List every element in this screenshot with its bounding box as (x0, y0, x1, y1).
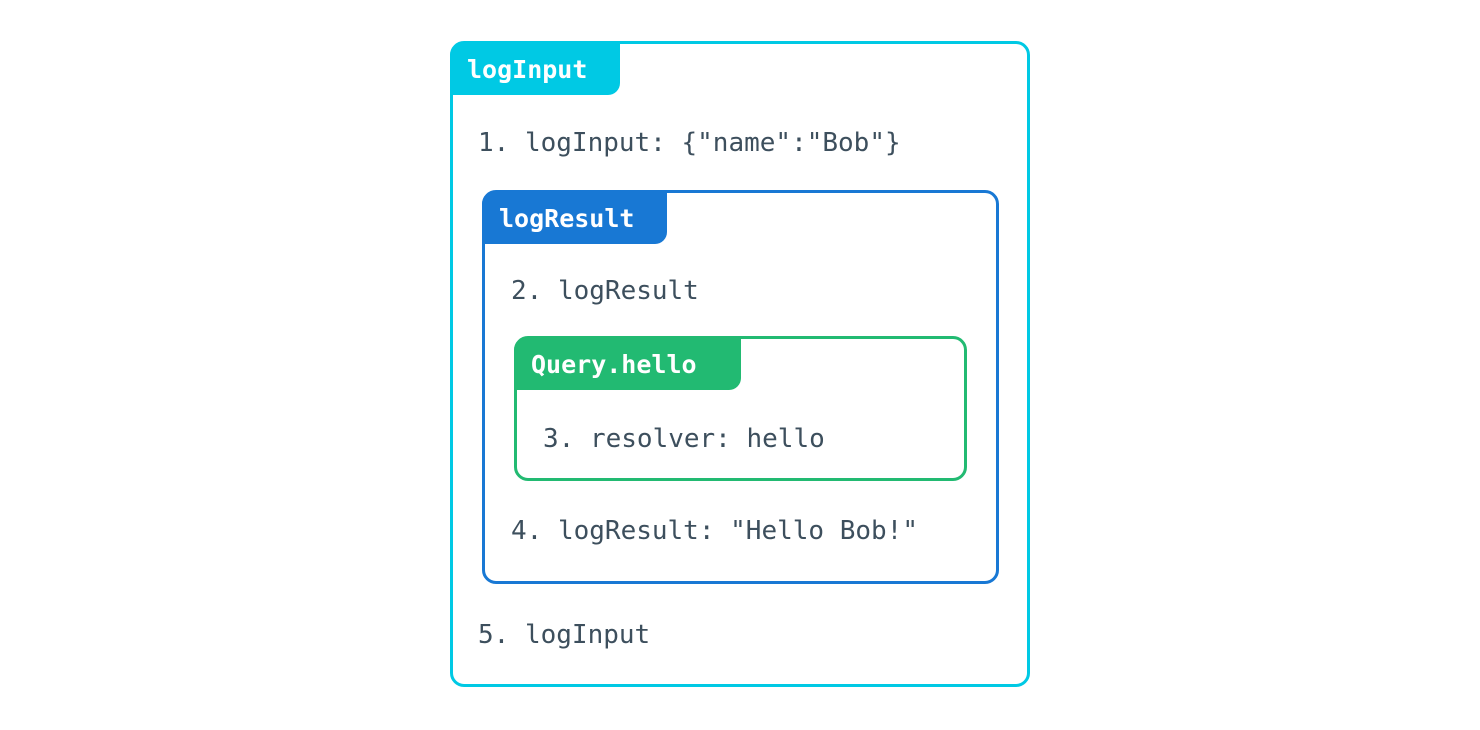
trace-tab-logresult-label: logResult (499, 203, 635, 233)
trace-tab-query-hello[interactable]: Query.hello (514, 338, 741, 390)
trace-line-2: 2. logResult (511, 276, 699, 306)
trace-tab-query-hello-label: Query.hello (531, 349, 697, 379)
trace-tab-loginput-label: logInput (467, 54, 588, 84)
trace-line-1: 1. logInput: {"name":"Bob"} (478, 128, 901, 158)
trace-line-4: 4. logResult: "Hello Bob!" (511, 516, 918, 546)
trace-line-5: 5. logInput (478, 620, 651, 650)
trace-tab-logresult[interactable]: logResult (482, 192, 667, 244)
trace-line-3: 3. resolver: hello (543, 424, 825, 454)
trace-tab-loginput[interactable]: logInput (450, 43, 620, 95)
